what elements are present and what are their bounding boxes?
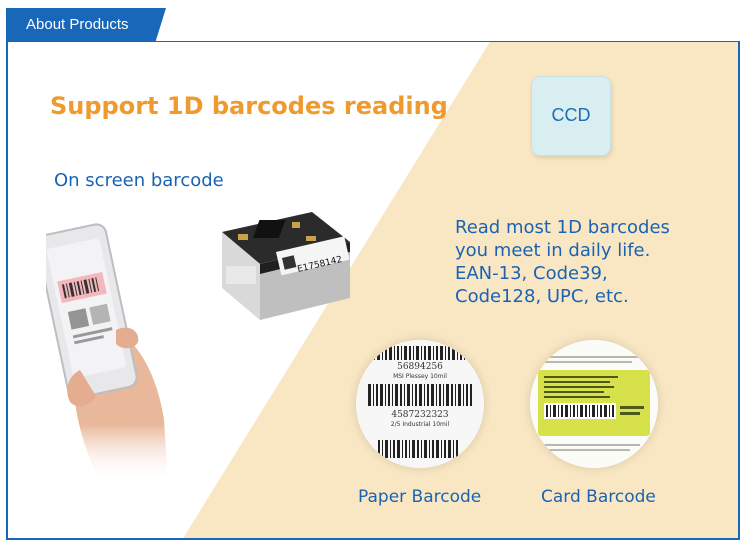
paper-top-number: 56894256 [397, 362, 443, 372]
description-line: you meet in daily life. [455, 240, 651, 261]
paper-barcode-image: 56894256 MSI Plessey 10mil 4587232323 2/… [356, 340, 484, 468]
description-line: Code128, UPC, etc. [455, 286, 629, 307]
paper-top-text: MSI Plessey 10mil [393, 373, 447, 380]
ccd-badge-label: CCD [551, 105, 591, 125]
paper-bottom-text: 2/5 Industrial 10mil [391, 421, 450, 428]
phone-in-hand-image [46, 223, 168, 482]
ccd-badge: CCD [531, 76, 611, 156]
header-bar: About Products [0, 0, 742, 44]
card-barcode-caption: Card Barcode [541, 487, 656, 507]
tab-label: About Products [26, 16, 129, 33]
paper-bottom-number: 4587232323 [391, 410, 449, 420]
card-barcode-image [530, 340, 658, 468]
description-block: Read most 1D barcodes you meet in daily … [455, 216, 670, 308]
description-line: Read most 1D barcodes [455, 217, 670, 238]
page-title: Support 1D barcodes reading [50, 92, 448, 120]
tab-about-products[interactable]: About Products [6, 8, 166, 44]
description-line: EAN-13, Code39, [455, 263, 608, 284]
content-panel: Support 1D barcodes reading CCD On scree… [6, 42, 740, 540]
on-screen-barcode-label: On screen barcode [54, 170, 224, 191]
paper-barcode-caption: Paper Barcode [358, 487, 482, 507]
scan-engine-module-image: E1758142 [222, 212, 350, 320]
